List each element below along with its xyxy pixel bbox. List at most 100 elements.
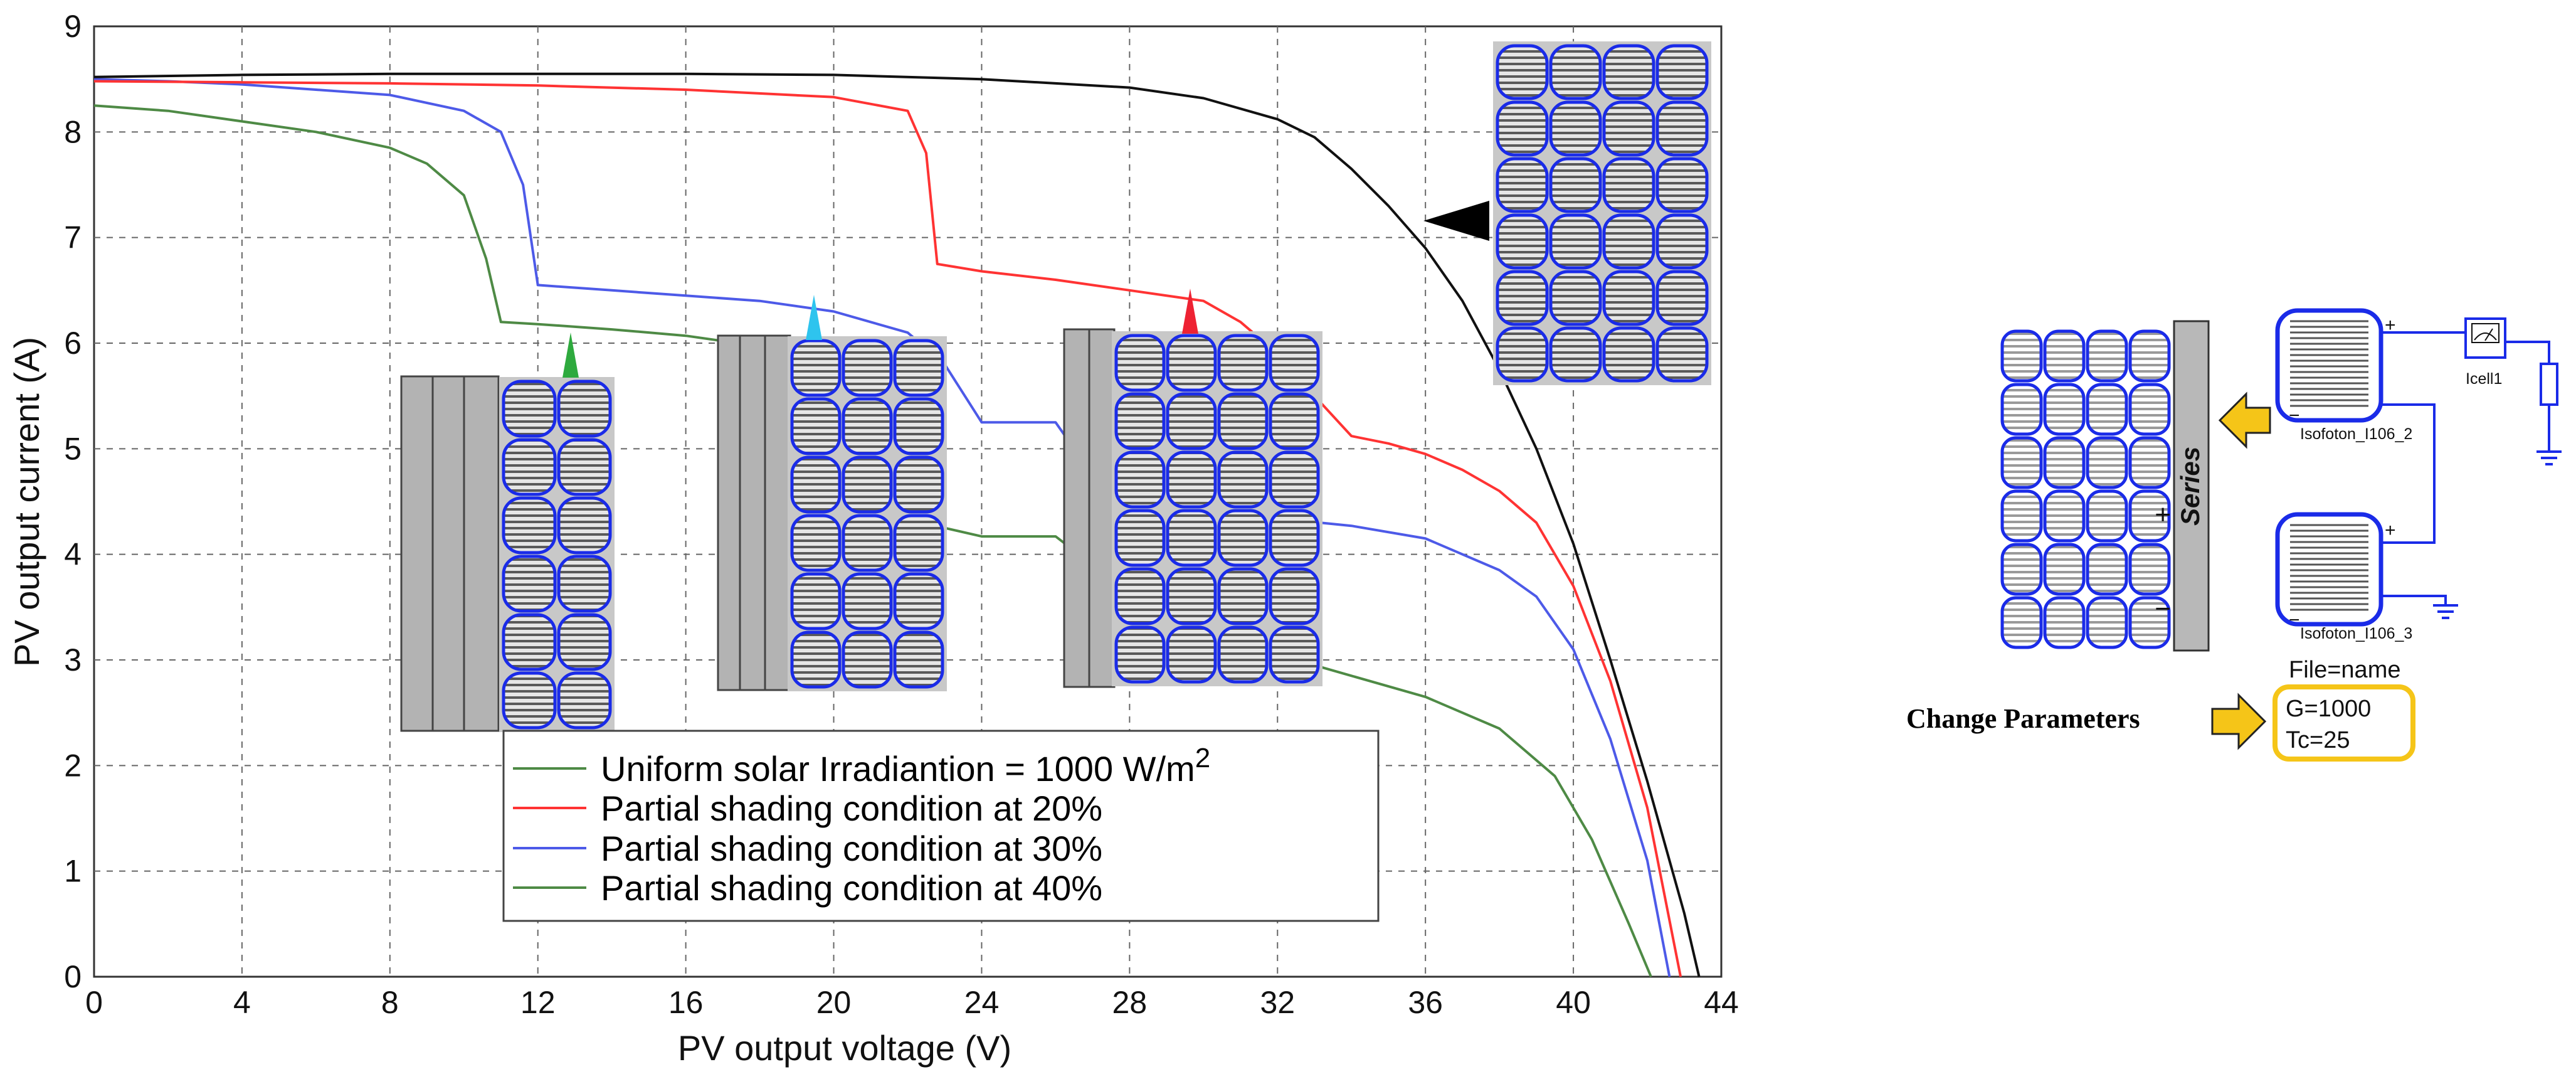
series-line-0: [93, 72, 1701, 977]
series-line-2: [93, 78, 1671, 977]
triangle-marker-red: [1182, 289, 1198, 334]
solar-cell: [557, 555, 612, 613]
series-plus-sign: +: [2155, 499, 2171, 530]
solar-cell: [2000, 436, 2043, 489]
y-tick-label: 8: [64, 114, 82, 149]
solar-cell: [1602, 157, 1655, 213]
solar-cell: [1549, 100, 1602, 157]
solar-cell: [2043, 596, 2086, 649]
solar-cell: [2128, 543, 2171, 596]
legend-label-uniform: Uniform solar Irradiantion = 1000 W/m2: [601, 743, 1210, 789]
solar-cell: [893, 630, 944, 689]
solar-cell: [842, 455, 893, 514]
y-axis-label: PV output current (A): [7, 337, 46, 667]
series-bar: [2173, 320, 2210, 652]
solar-cell: [1549, 157, 1602, 213]
solar-cell: [1166, 625, 1217, 684]
solar-cell: [2128, 489, 2171, 543]
legend: Uniform solar Irradiantion = 1000 W/m2 P…: [502, 730, 1380, 922]
circuit-diagram: Series + − + − Isofoton_I106_2 + − Isofo…: [1906, 308, 2562, 762]
x-tick-label: 44: [1704, 985, 1739, 1020]
solar-cell: [1269, 567, 1320, 625]
solar-cell: [1114, 509, 1166, 567]
solar-cell: [1217, 392, 1269, 450]
solar-cell: [1602, 213, 1655, 270]
solar-cell: [842, 397, 893, 455]
y-tick-label: 2: [64, 748, 82, 783]
solar-cell: [2000, 596, 2043, 649]
solar-cell: [1217, 509, 1269, 567]
solar-cell: [1166, 509, 1217, 567]
panel-inset-uniform: [1423, 41, 1711, 385]
y-tick-label: 5: [64, 431, 82, 466]
panel-inset-20: [1063, 289, 1322, 688]
solar-cell: [1114, 625, 1166, 684]
module-top-label: Isofoton_I106_2: [2300, 425, 2412, 443]
solar-cell: [1166, 334, 1217, 392]
series-label: Series: [2175, 447, 2205, 526]
right-arrow-icon: [2211, 693, 2267, 750]
file-label: File=name: [2289, 657, 2400, 683]
triangle-marker-black: [1423, 201, 1489, 241]
y-tick-label: 4: [64, 537, 82, 572]
solar-cell: [790, 455, 842, 514]
solar-cell: [1269, 509, 1320, 567]
meter-label: Icell1: [2466, 370, 2502, 388]
solar-cell: [502, 496, 557, 555]
solar-cell: [790, 630, 842, 689]
x-tick-label: 24: [964, 985, 1000, 1020]
module-bottom-minus: −: [2289, 610, 2300, 630]
solar-cell: [1549, 213, 1602, 270]
solar-cell: [1217, 625, 1269, 684]
y-tick-label: 7: [64, 220, 82, 255]
module-bottom-label: Isofoton_I106_3: [2300, 625, 2412, 642]
solar-cell: [1114, 334, 1166, 392]
solar-cell: [1496, 326, 1549, 383]
solar-cell: [557, 496, 612, 555]
solar-cell: [2086, 329, 2128, 383]
x-tick-label: 0: [85, 985, 103, 1020]
solar-cell: [1496, 44, 1549, 100]
x-axis-label: PV output voltage (V): [678, 1028, 1011, 1068]
solar-cell: [557, 671, 612, 730]
solar-cell: [557, 380, 612, 438]
solar-cell: [1655, 270, 1709, 326]
solar-cell: [893, 514, 944, 572]
x-tick-label: 32: [1260, 985, 1295, 1020]
solar-cell: [842, 339, 893, 397]
solar-cell: [2128, 596, 2171, 649]
solar-cell: [2086, 543, 2128, 596]
x-tick-label: 8: [381, 985, 399, 1020]
solar-cell: [2128, 383, 2171, 436]
panel-inset-30: [717, 295, 947, 691]
y-tick-label: 3: [64, 642, 82, 678]
solar-cell: [893, 397, 944, 455]
solar-cell: [557, 438, 612, 496]
solar-cell: [893, 339, 944, 397]
solar-cell: [502, 555, 557, 613]
solar-cell: [2128, 329, 2171, 383]
solar-cell: [842, 630, 893, 689]
param-g: G=1000: [2286, 696, 2371, 722]
x-tick-label: 28: [1112, 985, 1148, 1020]
solar-cell: [1549, 326, 1602, 383]
solar-cell: [1166, 450, 1217, 509]
y-tick-label: 6: [64, 326, 82, 361]
solar-cell: [1655, 44, 1709, 100]
legend-label-20: Partial shading condition at 20%: [601, 789, 1102, 828]
solar-cell: [1166, 392, 1217, 450]
series-minus-sign: −: [2155, 593, 2171, 624]
solar-cell: [502, 380, 557, 438]
solar-cell: [2128, 436, 2171, 489]
left-arrow-icon: [2218, 391, 2271, 449]
solar-cell: [502, 613, 557, 671]
solar-cell: [2000, 329, 2043, 383]
module-top-plus: +: [2385, 315, 2396, 336]
x-tick-label: 16: [668, 985, 704, 1020]
solar-cell: [2086, 383, 2128, 436]
x-tick-label: 12: [520, 985, 556, 1020]
solar-cell: [893, 455, 944, 514]
solar-cell: [1166, 567, 1217, 625]
